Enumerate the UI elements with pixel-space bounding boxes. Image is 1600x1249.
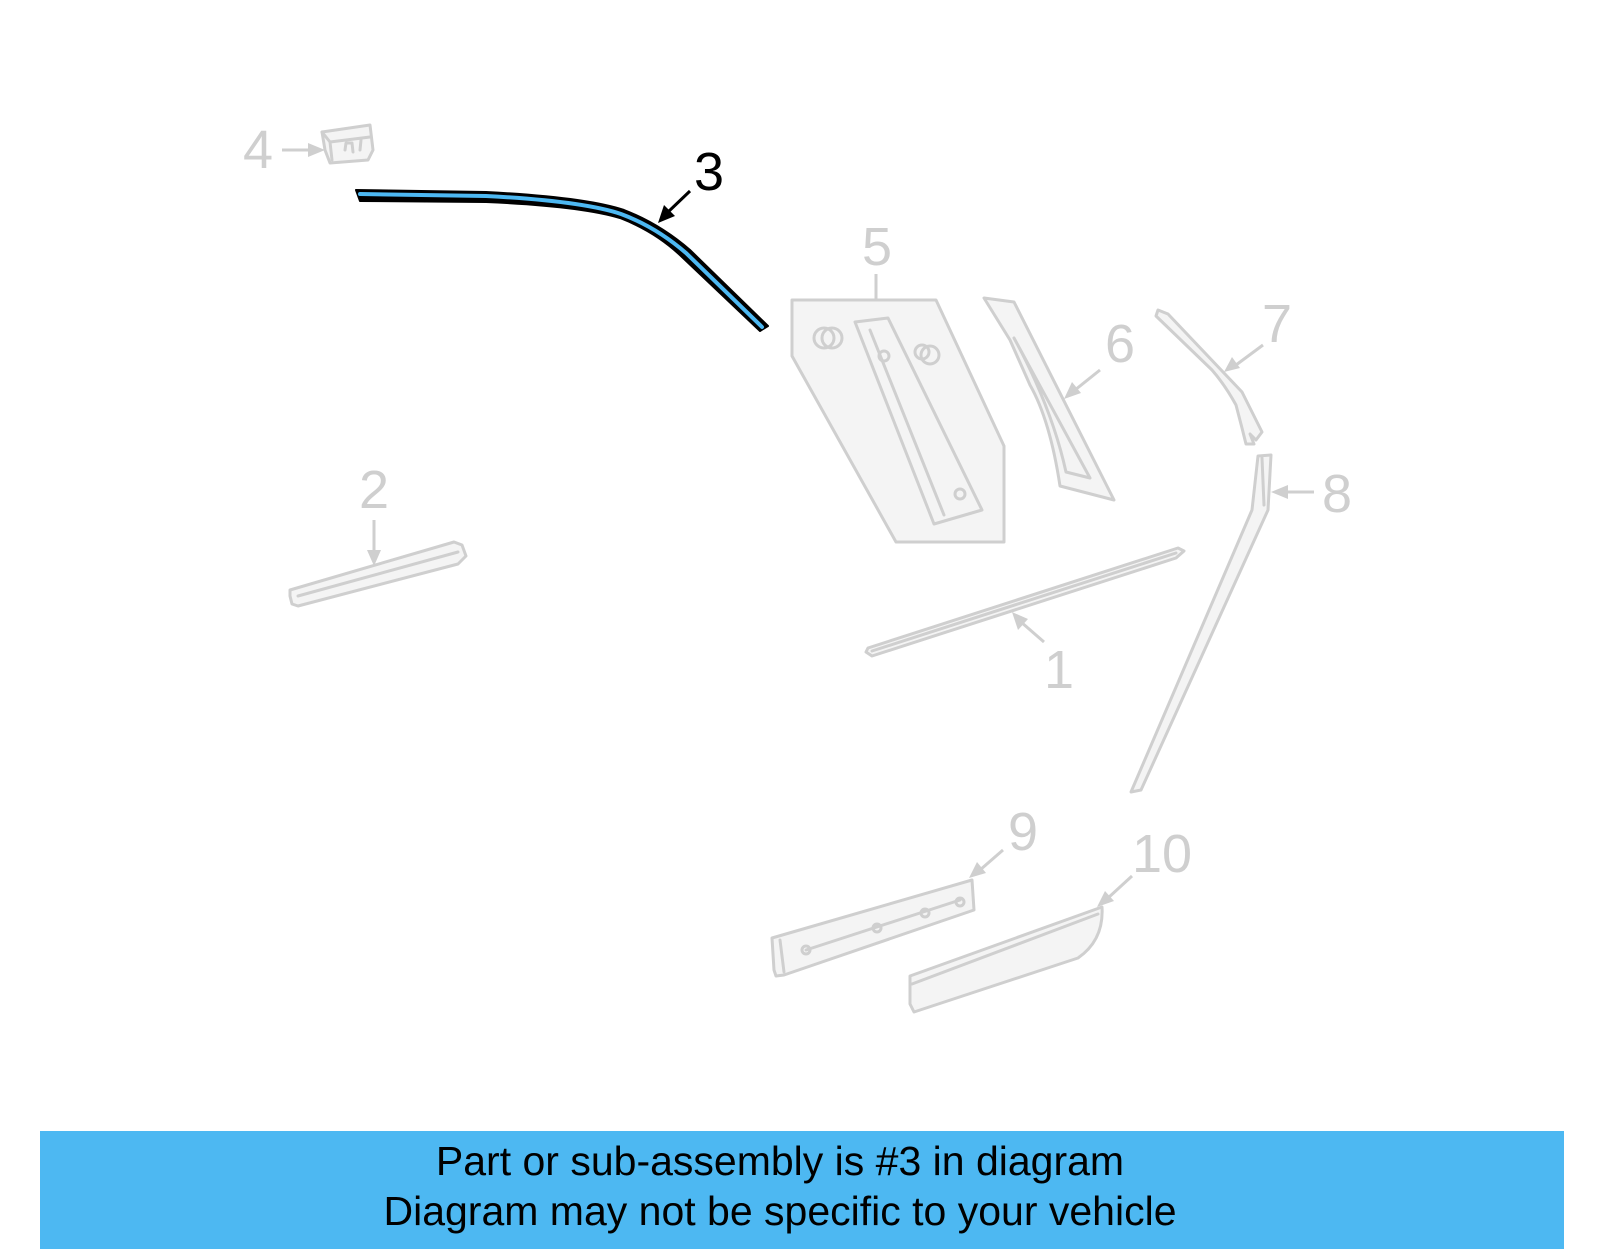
banner-part-note: Part or sub-assembly is #3 in diagram bbox=[435, 1138, 1125, 1184]
info-banner: Part or sub-assembly is #3 in diagram Di… bbox=[40, 1131, 1564, 1249]
callout-8: 8 bbox=[1271, 464, 1352, 524]
part-10-molding[interactable] bbox=[908, 905, 1104, 1014]
callout-5: 5 bbox=[862, 217, 892, 300]
part-5-panel[interactable] bbox=[790, 298, 1006, 544]
svg-text:1: 1 bbox=[1044, 640, 1074, 700]
callout-9: 9 bbox=[969, 802, 1038, 878]
part-8-channel[interactable] bbox=[1129, 453, 1273, 794]
callout-3: 3 bbox=[658, 142, 724, 223]
callout-4: 4 bbox=[243, 120, 325, 180]
callout-2: 2 bbox=[359, 460, 389, 566]
callout-1: 1 bbox=[1012, 612, 1074, 700]
part-9-strip[interactable] bbox=[770, 878, 976, 978]
part-1-strip[interactable] bbox=[864, 546, 1186, 658]
svg-text:7: 7 bbox=[1262, 294, 1292, 354]
part-7-molding[interactable] bbox=[1154, 308, 1264, 446]
svg-text:8: 8 bbox=[1322, 464, 1352, 524]
part-3-roof-molding[interactable] bbox=[355, 189, 769, 332]
part-6-pillar-trim[interactable] bbox=[982, 296, 1116, 502]
part-4-clip[interactable] bbox=[320, 123, 375, 165]
svg-text:10: 10 bbox=[1132, 824, 1192, 884]
svg-text:6: 6 bbox=[1105, 314, 1135, 374]
svg-text:9: 9 bbox=[1008, 802, 1038, 862]
callout-10: 10 bbox=[1097, 824, 1192, 907]
callout-6: 6 bbox=[1064, 314, 1135, 399]
callout-7: 7 bbox=[1224, 294, 1292, 372]
svg-text:4: 4 bbox=[243, 120, 273, 180]
banner-disclaimer: Diagram may not be specific to your vehi… bbox=[383, 1188, 1177, 1234]
part-2-strip[interactable] bbox=[288, 540, 468, 608]
svg-text:3: 3 bbox=[694, 142, 724, 202]
svg-text:5: 5 bbox=[862, 217, 892, 277]
svg-text:2: 2 bbox=[359, 460, 389, 520]
